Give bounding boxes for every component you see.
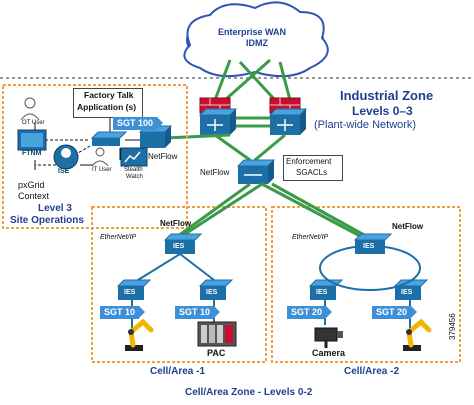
ies-label: IES <box>206 289 218 296</box>
pac-label: PAC <box>207 348 226 358</box>
sgt-10-tag: SGT 10 <box>100 306 146 319</box>
pxgrid-label: pxGrid <box>18 180 45 190</box>
factory-talk-box <box>73 88 143 118</box>
sgt-20-tag: SGT 20 <box>372 306 418 319</box>
wan-links <box>213 58 292 102</box>
stealthwatch-icon <box>120 147 148 167</box>
camera-icon <box>314 327 343 348</box>
ies-label: IES <box>401 289 413 296</box>
cell-area-2-box <box>271 206 461 363</box>
ethernet-ip-label-cell1: EtherNet/IP <box>100 234 137 241</box>
ies-label: IES <box>173 243 185 250</box>
core-switch-icon <box>198 108 308 135</box>
robot-arm-icon <box>125 318 154 351</box>
context-label: Context <box>18 191 50 201</box>
netflow-label-cell1: NetFlow <box>160 219 192 228</box>
level3-zone-box <box>2 84 188 229</box>
ise-label: ISE <box>58 168 70 175</box>
figure-id-label: 379456 <box>448 313 457 340</box>
enforcement-box <box>283 155 343 181</box>
netflow-label-level3: NetFlow <box>148 152 178 161</box>
server-icon <box>90 131 128 146</box>
camera-label: Camera <box>312 348 346 358</box>
idmz-label: IDMZ <box>246 38 268 48</box>
ot-user-label: OT User <box>22 120 45 126</box>
ise-icon <box>53 144 79 170</box>
cell-area-1-label: Cell/Area -1 <box>150 366 206 377</box>
netflow-label-cell2: NetFlow <box>392 222 424 231</box>
factory-talk-label: Factory Talk <box>84 90 134 100</box>
ies-label: IES <box>316 289 328 296</box>
levels-label: Levels 0–3 <box>352 104 413 118</box>
cell-area-2-label: Cell/Area -2 <box>344 366 400 377</box>
cell-uplinks <box>177 182 367 238</box>
sgt-10-tag: SGT 10 <box>175 306 221 319</box>
industrial-zone-label: Industrial Zone <box>340 88 434 103</box>
level3-label: Level 3 <box>38 203 72 214</box>
it-user-label: IT User <box>92 167 112 173</box>
pac-icon <box>197 321 237 347</box>
user-icon <box>91 147 109 167</box>
core-links <box>164 116 286 162</box>
sgacls-label: SGACLs <box>296 168 328 177</box>
sgt-20-tag: SGT 20 <box>287 306 333 319</box>
cell-area-1-box <box>91 206 267 363</box>
ethernet-ip-label-cell2: EtherNet/IP <box>292 234 329 241</box>
ies-switch-icon <box>116 279 234 300</box>
wan-label: Enterprise WAN <box>218 27 287 37</box>
plantwide-label: (Plant-wide Network) <box>314 119 417 131</box>
sgt-100-tag: SGT 100 <box>113 117 164 130</box>
application-label: Application (s) <box>77 102 137 112</box>
ies-switch-icon <box>308 233 429 300</box>
ftnm-label: FTNM <box>22 150 42 157</box>
cell-area-zone-label: Cell/Area Zone - Levels 0-2 <box>185 387 313 398</box>
enforcement-label: Enforcement <box>286 157 332 166</box>
ftnm-icon <box>17 129 47 151</box>
netflow-label-dist: NetFlow <box>200 168 230 177</box>
distribution-switch-icon <box>236 159 276 184</box>
ies-label: IES <box>363 243 375 250</box>
user-icon <box>20 97 40 121</box>
ies-label: IES <box>124 289 136 296</box>
ies-switch-icon <box>163 233 203 254</box>
site-operations-label: Site Operations <box>10 215 84 226</box>
watch-label: Watch <box>126 174 143 180</box>
cloud-icon <box>183 1 329 78</box>
stealth-label: Stealth <box>124 167 143 173</box>
robot-arm-icon <box>403 318 432 351</box>
